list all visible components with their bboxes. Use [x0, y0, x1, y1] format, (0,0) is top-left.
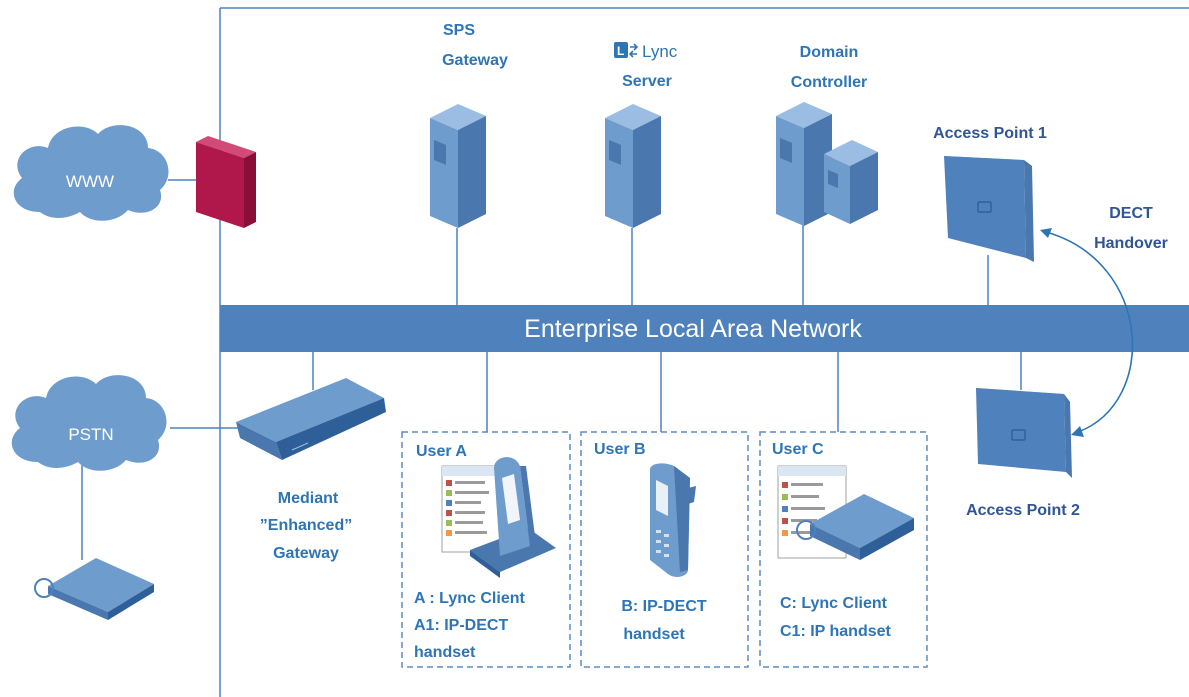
gateway-label-line2: ”Enhanced” — [260, 517, 352, 534]
access-point-2-label: Access Point 2 — [966, 502, 1080, 519]
lync-label-line2: Server — [622, 73, 672, 90]
svg-text:L: L — [617, 44, 624, 58]
user-b-box — [580, 431, 749, 668]
user-a-box — [401, 431, 571, 668]
user-c-box — [759, 431, 928, 668]
user-a-line2: A1: IP-DECT — [414, 617, 508, 634]
sps-server-icon — [430, 104, 486, 228]
www-label: WWW — [66, 172, 114, 191]
gateway-label-line1: Mediant — [278, 490, 339, 507]
connection-lines — [81, 179, 1022, 560]
lync-brand: Lync — [642, 42, 678, 61]
handover-label-line2: Handover — [1094, 235, 1168, 252]
www-cloud-icon — [13, 125, 169, 221]
lan-bar — [220, 305, 1189, 352]
user-a-line3: handset — [414, 644, 476, 661]
pstn-cloud-icon — [11, 375, 167, 471]
user-a-line1: A : Lync Client — [414, 590, 525, 607]
handover-label-line1: DECT — [1109, 205, 1153, 222]
lync-server-icon — [605, 104, 661, 228]
user-c-ip-handset-icon — [796, 494, 914, 560]
sps-label-line2: Gateway — [442, 52, 508, 69]
user-b-line1: B: IP-DECT — [621, 598, 707, 615]
user-b-title: User B — [594, 441, 646, 458]
dc-label-line2: Controller — [791, 74, 867, 91]
domain-controller-icon — [776, 102, 878, 226]
lan-label: Enterprise Local Area Network — [524, 315, 862, 343]
firewall-icon — [196, 136, 256, 228]
gateway-label-line3: Gateway — [273, 545, 339, 562]
user-c-line1: C: Lync Client — [780, 595, 888, 612]
gateway-appliance-icon — [236, 378, 386, 460]
sps-label-line1: SPS — [443, 22, 475, 39]
user-c-title: User C — [772, 441, 824, 458]
pstn-desk-phone-icon — [34, 558, 154, 620]
lync-logo-icon: L — [614, 42, 639, 58]
access-point-1-label: Access Point 1 — [933, 125, 1047, 142]
dc-label-line1: Domain — [800, 44, 859, 61]
access-point-1-icon — [944, 156, 1034, 262]
user-a-title: User A — [416, 443, 467, 460]
user-b-line2: handset — [623, 626, 685, 643]
access-point-2-icon — [976, 388, 1072, 478]
user-b-dect-handset-icon — [650, 463, 696, 577]
dect-handover-arrow — [1040, 228, 1134, 437]
user-c-line2: C1: IP handset — [780, 623, 892, 640]
pstn-label: PSTN — [68, 425, 113, 444]
user-a-dect-phone-icon — [470, 457, 556, 578]
